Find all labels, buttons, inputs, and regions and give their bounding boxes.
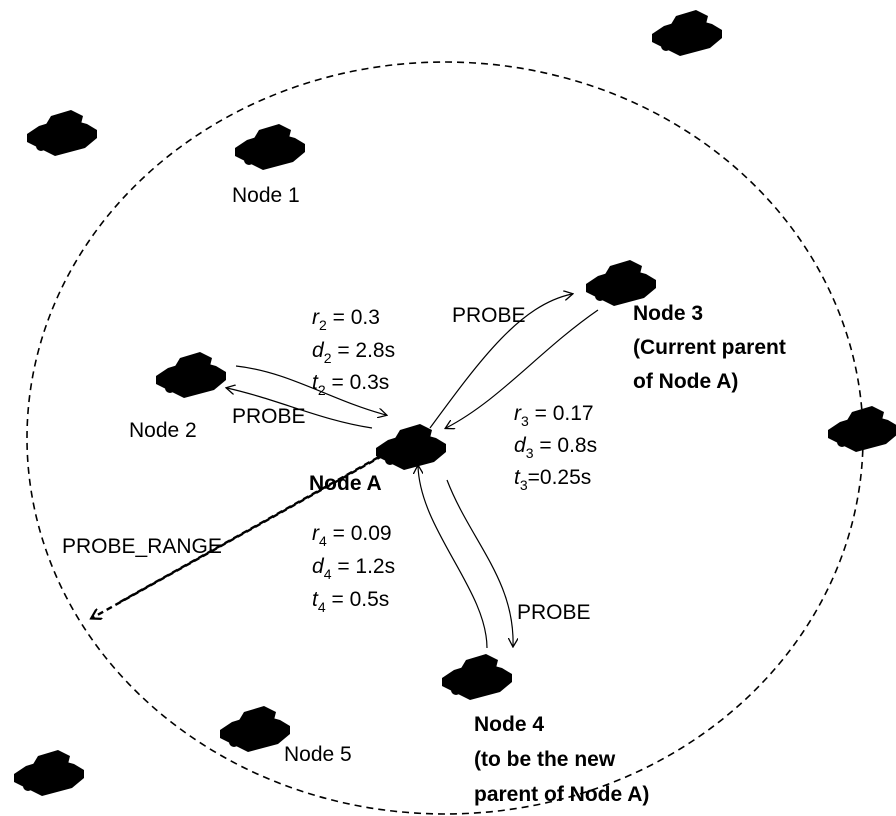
node4-desc-line1: (to be the new — [474, 748, 616, 771]
node4-desc-line2: parent of Node A) — [474, 783, 649, 806]
node3-r-metric: r3 = 0.17 — [514, 402, 594, 429]
car-icon — [27, 110, 97, 156]
car-icon-node1 — [235, 124, 305, 170]
car-icon-node2 — [156, 352, 226, 398]
node2-label: Node 2 — [129, 419, 197, 442]
node3-desc-line1: (Current parent — [633, 336, 786, 359]
node4-r-metric: r4 = 0.09 — [312, 522, 392, 549]
node3-d-metric: d3 = 0.8s — [514, 434, 597, 461]
probe-range-label: PROBE_RANGE — [62, 535, 222, 558]
node1-label: Node 1 — [232, 184, 300, 207]
car-icon-node5 — [220, 706, 290, 752]
node4-d-metric: d4 = 1.2s — [312, 555, 395, 582]
car-icon-node3 — [586, 260, 656, 306]
probe-label-node2: PROBE — [232, 405, 306, 428]
arrow-nodeA-to-node4 — [447, 480, 513, 646]
node3-label: Node 3 — [633, 302, 703, 325]
node5-label: Node 5 — [284, 743, 352, 766]
node2-t-metric: t2 = 0.3s — [312, 371, 389, 398]
node2-d-metric: d2 = 2.8s — [312, 339, 395, 366]
car-icon-node4 — [442, 654, 512, 700]
node4-label: Node 4 — [474, 713, 544, 736]
car-icon — [14, 750, 84, 796]
car-icon — [828, 406, 896, 452]
node3-t-metric: t3=0.25s — [514, 466, 591, 493]
probe-label-node4: PROBE — [517, 601, 591, 624]
car-icon — [652, 10, 722, 56]
nodeA-label: Node A — [309, 472, 382, 495]
probe-label-node3: PROBE — [452, 304, 526, 327]
car-icon-nodeA — [376, 424, 446, 470]
node2-r-metric: r2 = 0.3 — [312, 306, 380, 333]
node4-t-metric: t4 = 0.5s — [312, 588, 389, 615]
node3-desc-line2: of Node A) — [633, 370, 738, 393]
